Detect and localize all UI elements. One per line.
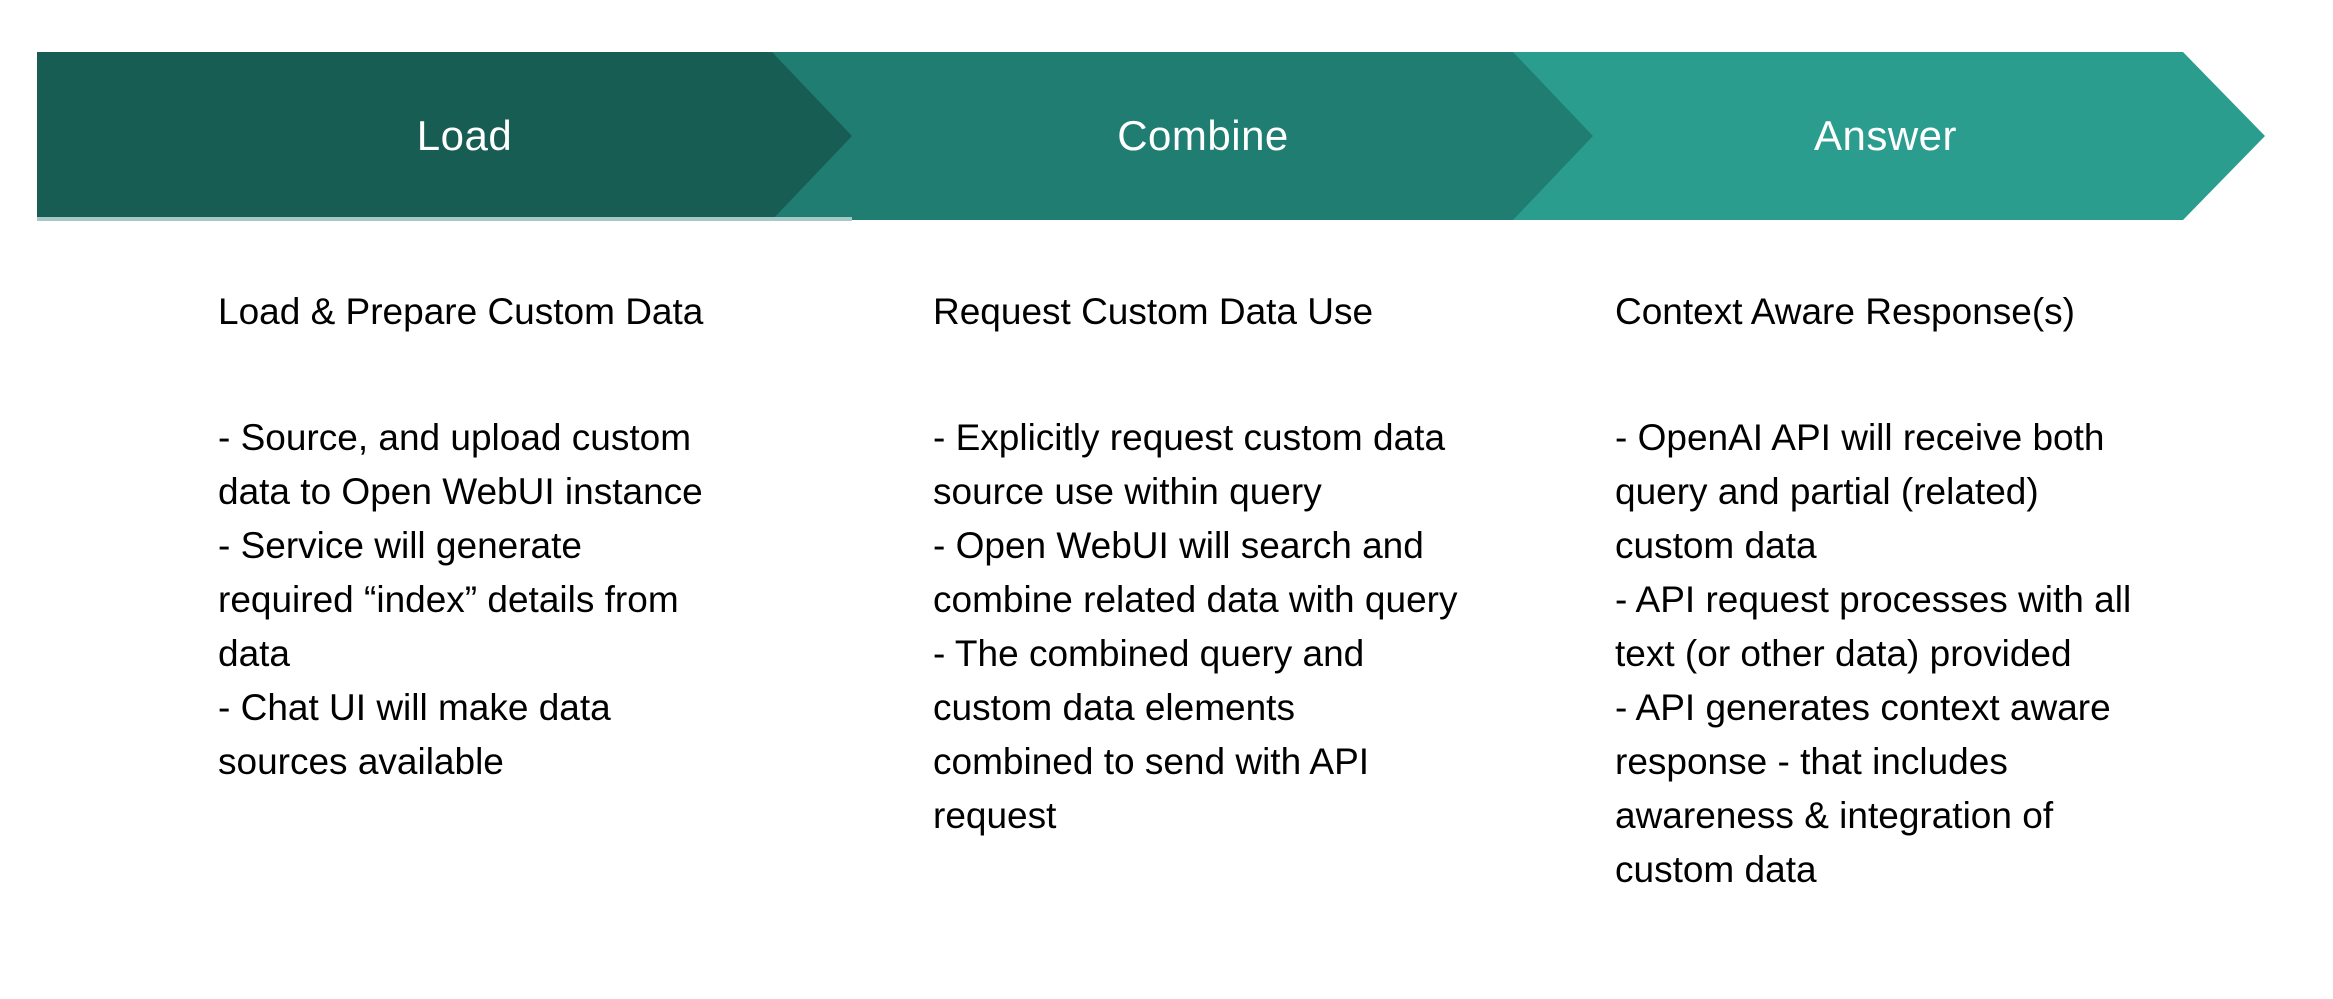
stage-detail-load: Load & Prepare Custom Data - Source, and… <box>218 285 726 789</box>
bullet-item: - OpenAI API will receive both query and… <box>1615 417 2105 566</box>
stage-detail-combine: Request Custom Data Use - Explicitly req… <box>933 285 1465 843</box>
bullet-item: - Open WebUI will search and combine rel… <box>933 525 1458 620</box>
bullet-item: - Explicitly request custom data source … <box>933 417 1446 512</box>
stage-detail-answer-body: - OpenAI API will receive both query and… <box>1615 411 2167 897</box>
bullet-item: - API generates context aware response -… <box>1615 687 2111 890</box>
bullet-item: - Chat UI will make data sources availab… <box>218 687 611 782</box>
bullet-item: - API request processes with all text (o… <box>1615 579 2132 674</box>
chevron-load-shape <box>37 52 852 220</box>
chevron-answer-shape <box>1513 52 2265 220</box>
chevron-combine-shape <box>772 52 1593 220</box>
bullet-item: - Source, and upload custom data to Open… <box>218 417 703 512</box>
bullet-item: - Service will generate required “index”… <box>218 525 679 674</box>
stage-detail-answer: Context Aware Response(s) - OpenAI API w… <box>1615 285 2167 897</box>
stage-detail-load-body: - Source, and upload custom data to Open… <box>218 411 726 789</box>
bullet-item: - The combined query and custom data ele… <box>933 633 1370 836</box>
chevron-band <box>37 52 2265 221</box>
stage-detail-answer-title: Context Aware Response(s) <box>1615 291 2075 332</box>
stage-detail-combine-title: Request Custom Data Use <box>933 291 1374 332</box>
stage-detail-combine-body: - Explicitly request custom data source … <box>933 411 1465 843</box>
stage-detail-load-title: Load & Prepare Custom Data <box>218 291 704 332</box>
accent-underline <box>37 217 852 221</box>
